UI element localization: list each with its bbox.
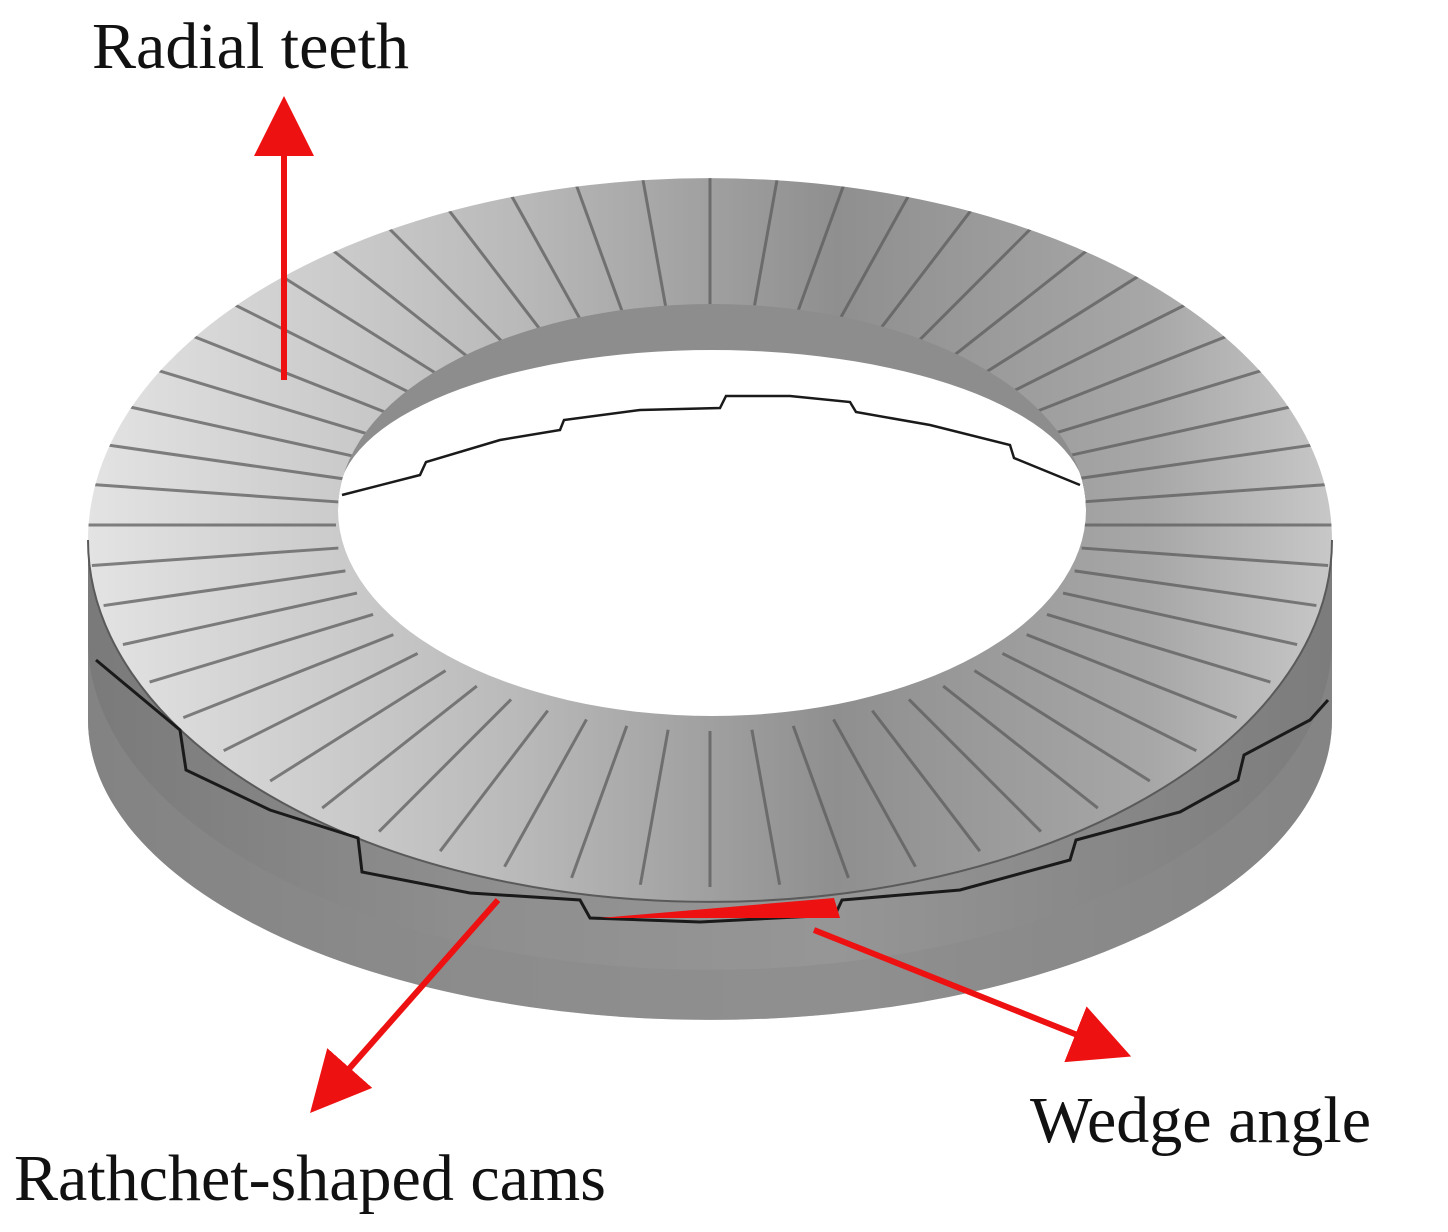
radial-tooth-edge [832, 718, 917, 868]
radial-tooth-edge [1062, 403, 1298, 459]
radial-tooth-edge [269, 267, 447, 381]
radial-tooth-edge [1001, 652, 1197, 753]
radial-tooth-edge [1046, 612, 1271, 684]
radial-tooth-edge [638, 729, 670, 885]
label-radial-teeth: Radial teeth [92, 10, 410, 83]
radial-tooth-edge [1074, 569, 1317, 608]
radial-tooth-edge [942, 684, 1099, 810]
radial-tooth-edge [182, 331, 394, 417]
radial-tooth-edge [750, 178, 782, 321]
radial-tooth-edge [1081, 546, 1329, 568]
radial-tooth-edge [503, 718, 588, 868]
label-ratchet-cams: Rathchet-shaped cams [14, 1142, 606, 1215]
radial-tooth-edge [570, 725, 629, 879]
radial-tooth-edge [321, 684, 478, 810]
radial-tooth-edge [832, 182, 917, 332]
radial-tooth-edge [1026, 331, 1238, 417]
cam-seam-outer [95, 658, 1330, 924]
radial-tooth-edge [149, 366, 374, 438]
label-wedge-angle: Wedge angle [1030, 1084, 1372, 1157]
radial-tooth-edge [973, 267, 1151, 381]
radial-tooth-edge [91, 482, 339, 504]
radial-tooth-edge [907, 217, 1042, 352]
radial-tooth-edge [103, 442, 346, 481]
radial-tooth-edge [321, 240, 478, 366]
radial-tooth-edge [871, 709, 982, 853]
radial-tooth-edge [503, 182, 588, 332]
arrow-wedge-angle [812, 927, 1132, 1063]
radial-tooth-edge [750, 729, 782, 885]
radial-tooth-edge [1026, 633, 1238, 719]
radial-tooth-edge [638, 178, 670, 321]
radial-tooth-edge [149, 612, 374, 684]
radial-tooth-edge [1046, 366, 1271, 438]
radial-tooth-edge [378, 698, 513, 833]
radial-tooth-edge [438, 709, 549, 853]
radial-tooth-edge [871, 197, 982, 341]
washer-hole-opening [382, 462, 1042, 718]
radial-tooth-edge [1001, 297, 1197, 398]
radial-tooth-edge [103, 569, 346, 608]
radial-tooth-edge [182, 633, 394, 719]
radial-tooth-edge [942, 240, 1099, 366]
radial-tooth-edge [1081, 482, 1329, 504]
washer-outer-wall [88, 540, 1332, 1020]
radial-tooth-edge [438, 197, 549, 341]
radial-tooth-edge [973, 669, 1151, 783]
wedge-angle-marker [600, 898, 840, 918]
radial-tooth-edge [791, 178, 850, 325]
radial-tooth-edge [122, 591, 358, 647]
radial-tooth-edge [269, 669, 447, 783]
radial-tooth-edge [1062, 591, 1298, 647]
radial-tooth-edge [223, 297, 419, 398]
cam-seam-inner [341, 394, 1081, 497]
radial-tooth-edge [1074, 442, 1317, 481]
radial-tooth-edge [791, 725, 850, 879]
radial-tooth-edge [907, 698, 1042, 833]
radial-tooth-edge [91, 546, 339, 568]
radial-tooth-edge [570, 178, 629, 325]
radial-tooth-edge [378, 217, 513, 352]
arrow-cams [310, 898, 501, 1113]
radial-tooth-edge [223, 652, 419, 753]
radial-tooth-edge [122, 403, 358, 459]
